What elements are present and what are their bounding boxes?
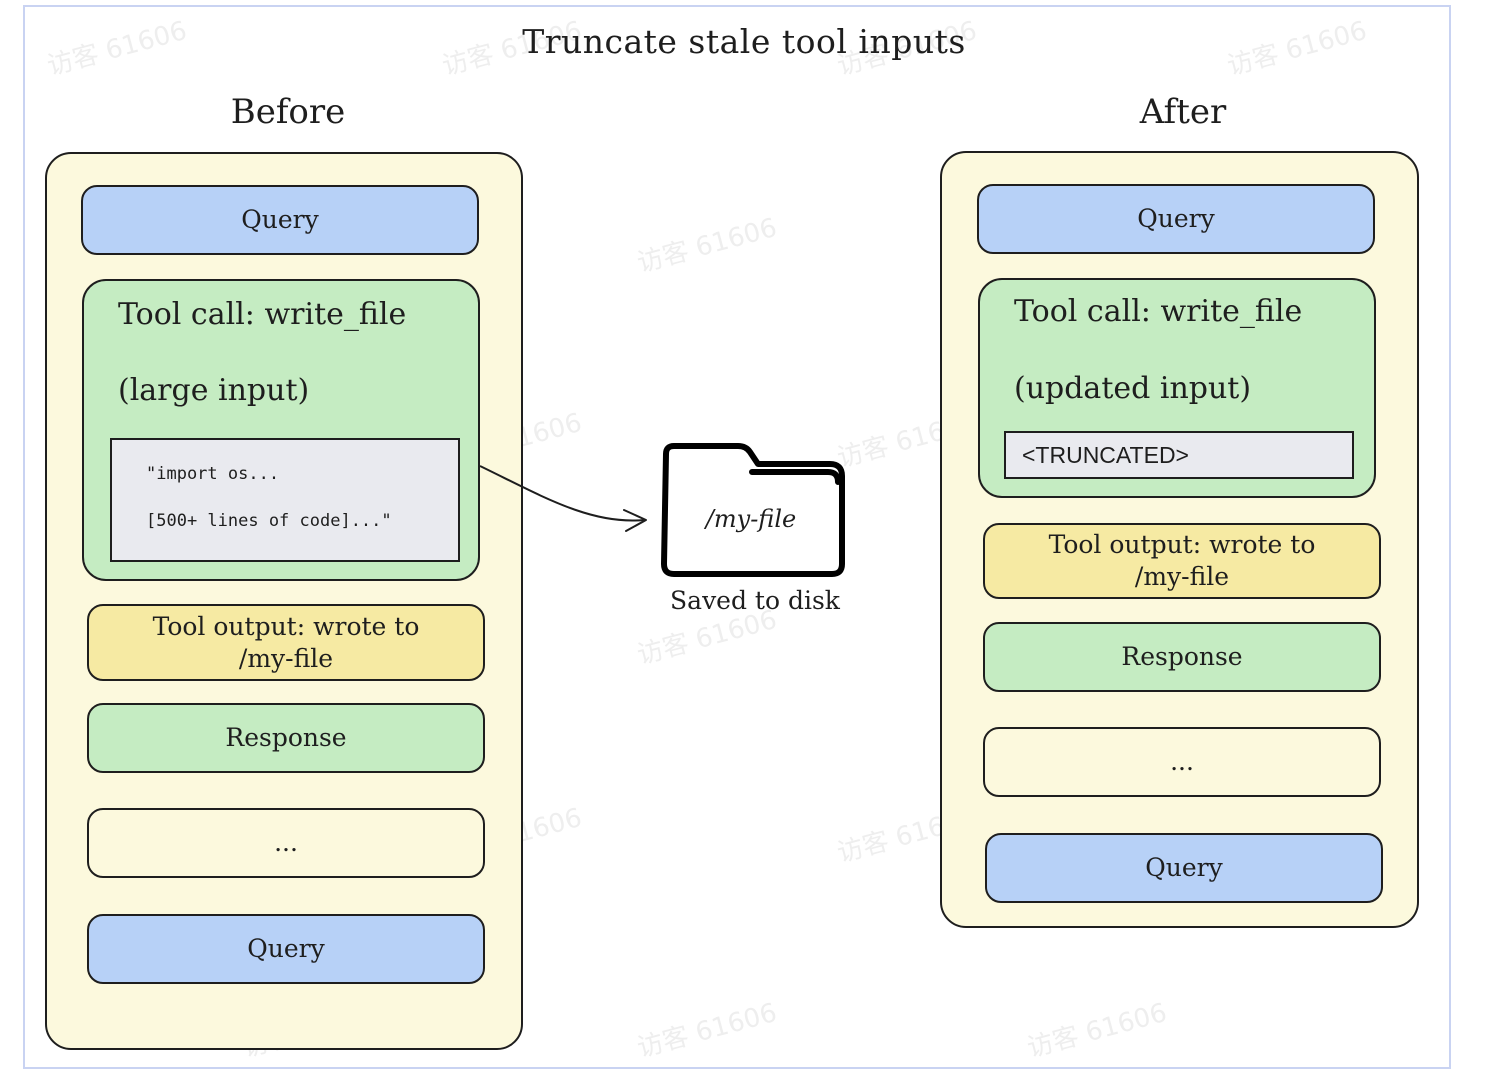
after-response: Response — [983, 622, 1381, 692]
after-query-top: Query — [977, 184, 1375, 254]
before-tool-call: Tool call: write_file (large input) "imp… — [82, 279, 480, 581]
truncated-placeholder: <TRUNCATED> — [1004, 431, 1354, 479]
before-tool-output: Tool output: wrote to /my-file — [87, 604, 485, 681]
before-response: Response — [87, 703, 485, 773]
after-tool-call: Tool call: write_file (updated input) <T… — [978, 278, 1376, 498]
before-query-bottom: Query — [87, 914, 485, 984]
after-query-bottom: Query — [985, 833, 1383, 903]
after-ellipsis: ... — [983, 727, 1381, 797]
tool-output-line: /my-file — [238, 643, 334, 673]
tool-output-line: Tool output: wrote to — [152, 611, 420, 641]
before-tool-call-subtitle: (large input) — [118, 373, 310, 408]
saved-caption: Saved to disk — [670, 586, 840, 615]
before-tool-call-title: Tool call: write_file — [118, 297, 407, 332]
code-line: [500+ lines of code]..." — [146, 511, 392, 531]
diagram-title: Truncate stale tool inputs — [522, 22, 966, 61]
before-query-top: Query — [81, 185, 479, 255]
after-tool-call-subtitle: (updated input) — [1014, 371, 1252, 406]
code-line: "import os... — [146, 464, 280, 484]
after-tool-call-title: Tool call: write_file — [1014, 294, 1303, 329]
folder-label: /my-file — [705, 505, 797, 533]
before-code-block: "import os... [500+ lines of code]..." — [110, 438, 460, 562]
before-heading: Before — [230, 92, 346, 132]
before-ellipsis: ... — [87, 808, 485, 878]
after-tool-output: Tool output: wrote to /my-file — [983, 523, 1381, 599]
tool-output-line: Tool output: wrote to — [1048, 530, 1316, 559]
after-heading: After — [1139, 92, 1227, 132]
tool-output-line: /my-file — [1134, 562, 1230, 591]
diagram-frame — [23, 5, 1451, 1069]
folder-icon — [661, 443, 845, 577]
